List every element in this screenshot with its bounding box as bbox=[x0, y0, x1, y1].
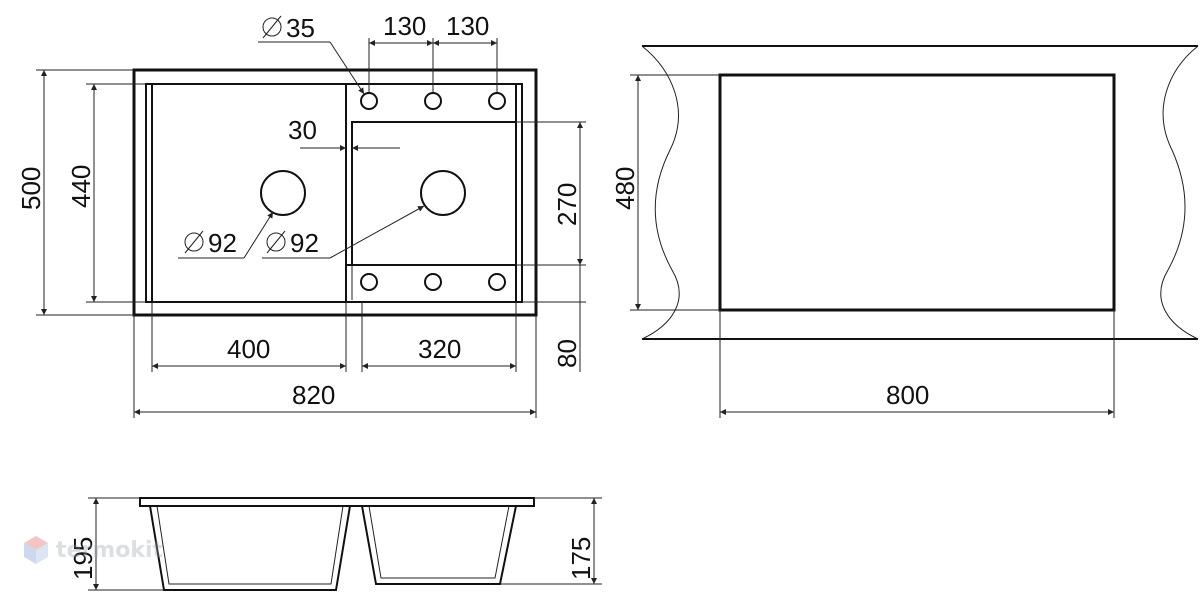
dim-cutout-480: 480 bbox=[610, 74, 720, 311]
break-line-left bbox=[641, 45, 680, 340]
sink-section-view bbox=[139, 497, 535, 591]
drain-right-icon bbox=[420, 170, 466, 216]
faucet-hole-icon bbox=[488, 273, 506, 291]
dim-label: 92 bbox=[208, 228, 237, 258]
dim-label: 400 bbox=[227, 334, 270, 364]
dim-label: 480 bbox=[610, 167, 640, 210]
dim-depth-175: 175 bbox=[500, 497, 602, 585]
watermark: termokit bbox=[22, 534, 163, 566]
faucet-hole-icon bbox=[424, 92, 442, 110]
cube-logo-icon bbox=[24, 536, 48, 564]
dim-label: 80 bbox=[552, 339, 582, 368]
dim-drain-left: 92 bbox=[178, 211, 274, 259]
dim-bowl-270: 270 bbox=[516, 121, 586, 266]
dim-label: 130 bbox=[446, 11, 489, 41]
dim-label: 500 bbox=[16, 167, 46, 210]
dim-label: 30 bbox=[288, 115, 317, 145]
dim-depth-195: 195 bbox=[68, 497, 164, 591]
dim-cutout-800: 800 bbox=[719, 310, 1115, 418]
sink-top-view bbox=[132, 68, 538, 317]
sink-inner-outline bbox=[145, 83, 523, 303]
dim-label: 320 bbox=[418, 334, 461, 364]
left-bowl-inner bbox=[156, 505, 344, 585]
faucet-hole-icon bbox=[488, 92, 506, 110]
dim-height-500: 500 bbox=[16, 69, 134, 316]
dim-hole-diameter: 35 bbox=[258, 13, 365, 95]
dim-label: 800 bbox=[886, 380, 929, 410]
cutout-rectangle bbox=[718, 73, 1116, 312]
dim-total-820: 820 bbox=[133, 315, 537, 418]
dim-label: 820 bbox=[292, 380, 335, 410]
break-line-right bbox=[1160, 45, 1199, 340]
faucet-hole-icon bbox=[360, 273, 378, 291]
faucet-hole-icon bbox=[424, 273, 442, 291]
left-bowl-section bbox=[149, 505, 351, 591]
right-bowl-section bbox=[361, 505, 517, 585]
faucet-hole-icon bbox=[360, 92, 378, 110]
sink-rim bbox=[139, 497, 535, 507]
dim-hole-spacing: 130 130 bbox=[368, 11, 498, 92]
right-bowl-inner bbox=[368, 505, 510, 579]
dim-label: 440 bbox=[66, 165, 96, 208]
diameter-symbol-icon bbox=[184, 232, 204, 252]
diameter-symbol-icon bbox=[266, 232, 286, 252]
dim-label: 35 bbox=[286, 13, 315, 43]
dim-label: 92 bbox=[290, 228, 319, 258]
dim-label: 195 bbox=[68, 537, 98, 580]
dim-drain-right: 92 bbox=[262, 205, 425, 259]
dim-back-80: 80 bbox=[522, 265, 586, 372]
dim-label: 175 bbox=[566, 537, 596, 580]
dim-label: 130 bbox=[383, 11, 426, 41]
dim-height-440: 440 bbox=[66, 83, 146, 303]
dim-label: 270 bbox=[552, 183, 582, 226]
right-bowl-outline bbox=[351, 121, 517, 266]
countertop-cutout-view bbox=[641, 45, 1199, 340]
drain-left-icon bbox=[260, 170, 306, 216]
watermark-text: termokit bbox=[56, 537, 164, 563]
sink-outline bbox=[132, 68, 538, 317]
diameter-symbol-icon bbox=[262, 17, 282, 37]
dim-bowl-widths: 400 320 bbox=[151, 302, 517, 372]
dim-divider-offset: 30 bbox=[288, 115, 400, 151]
